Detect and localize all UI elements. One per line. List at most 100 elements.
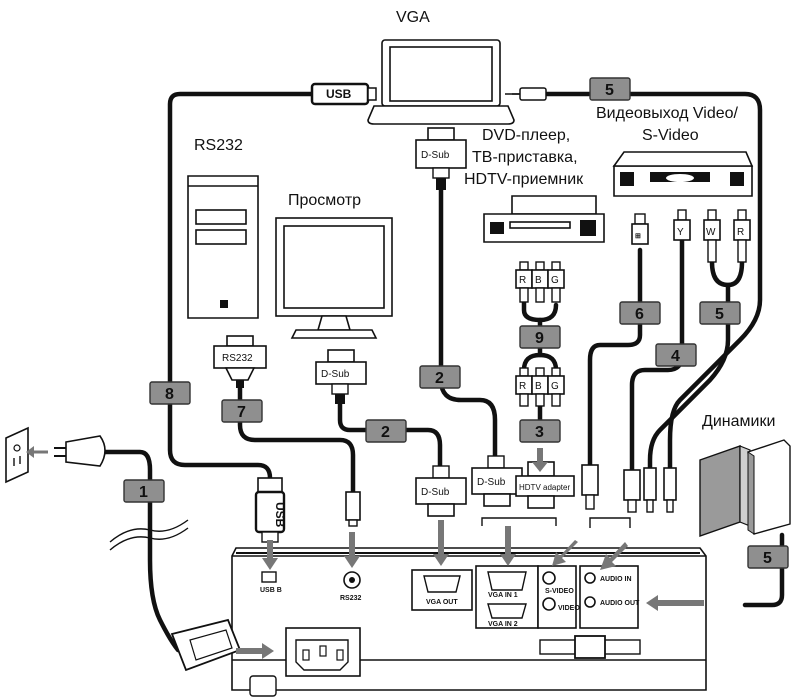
dsub-to-vga-in: D-Sub	[471, 455, 523, 507]
svideo-plug-projector	[581, 464, 599, 510]
video-player	[612, 151, 754, 197]
label-rs232: RS232	[194, 137, 243, 154]
dsub-connector-monitor: D-Sub	[315, 349, 367, 404]
badge-1: 1	[123, 479, 165, 503]
svg-text:USB B: USB B	[260, 587, 282, 594]
audio-jack-plug	[505, 87, 547, 101]
usb-b-port: USB B	[260, 571, 282, 594]
svg-text:2: 2	[435, 370, 444, 387]
svg-text:R: R	[737, 227, 744, 238]
power-plug	[54, 435, 106, 467]
svg-text:G: G	[551, 275, 559, 286]
badge-3: 3	[519, 419, 561, 443]
svg-text:R: R	[519, 381, 526, 392]
label-dvd-1: DVD-плеер,	[482, 127, 570, 144]
svg-text:5: 5	[763, 550, 772, 567]
svg-text:RS232: RS232	[222, 353, 253, 364]
audio-wr-cable-top	[709, 259, 745, 288]
label-video-out-2: S-Video	[642, 127, 699, 144]
badge-7: 7	[221, 399, 263, 423]
svg-text:W: W	[706, 227, 716, 238]
usb-cable-plug: USB	[310, 82, 377, 106]
rgb-plugs-top: R B G	[515, 261, 565, 303]
svg-text:S-VIDEO: S-VIDEO	[545, 588, 574, 595]
svg-text:5: 5	[715, 306, 724, 323]
svg-text:D-Sub: D-Sub	[421, 150, 450, 161]
svg-text:1: 1	[139, 484, 148, 501]
label-dvd-2: ТВ-приставка,	[472, 149, 578, 166]
audio-plug-w: W	[703, 209, 721, 263]
label-dvd-3: HDTV-приемник	[464, 171, 584, 188]
dvd-player	[483, 195, 605, 243]
laptop	[367, 39, 515, 125]
power-cable	[103, 449, 181, 653]
usb-cable	[167, 91, 315, 481]
label-speakers: Динамики	[702, 413, 775, 430]
svg-text:⊞: ⊞	[635, 233, 641, 240]
badge-6: 6	[619, 301, 661, 325]
svg-text:7: 7	[237, 404, 246, 421]
rgb-plugs-bottom: R B G	[515, 367, 565, 407]
vga-in-ports: VGA IN 1 VGA IN 2	[475, 565, 539, 629]
usb-plug-projector: USB	[254, 477, 287, 543]
badge-9: 9	[519, 325, 561, 349]
badge-8: 8	[149, 381, 191, 405]
svg-text:3: 3	[535, 424, 544, 441]
svideo-plug-top: ⊞	[631, 213, 649, 245]
svg-text:RS232: RS232	[340, 595, 362, 602]
rs232-cable	[237, 383, 356, 495]
rs232-connector-pc: RS232	[213, 335, 267, 388]
svg-text:B: B	[535, 275, 542, 286]
svg-text:D-Sub: D-Sub	[321, 369, 350, 380]
rgb-cable-bottom	[521, 352, 559, 373]
audio-plugs-projector	[643, 467, 677, 513]
audio-plug-r: R	[733, 209, 751, 263]
svg-text:AUDIO OUT: AUDIO OUT	[600, 600, 640, 607]
svg-text:VIDEO: VIDEO	[558, 605, 580, 612]
dsub-connector-laptop: D-Sub	[415, 127, 467, 190]
svg-text:HDTV adapter: HDTV adapter	[519, 483, 570, 492]
power-socket	[285, 627, 361, 677]
hdtv-adapter: HDTV adapter	[515, 461, 575, 509]
speakers	[699, 439, 791, 537]
svg-text:G: G	[551, 381, 559, 392]
svg-text:6: 6	[635, 306, 644, 323]
badge-4: 4	[655, 343, 697, 367]
svg-text:Y: Y	[677, 227, 684, 238]
badge-5-laptop: 5	[589, 77, 631, 101]
wall-outlet	[5, 426, 29, 484]
label-video-out-1: Видеовыход Video/	[596, 105, 739, 122]
svg-text:VGA IN 1: VGA IN 1	[488, 592, 518, 599]
rs232-plug-projector	[345, 491, 361, 527]
svg-text:D-Sub: D-Sub	[421, 487, 450, 498]
svg-text:2: 2	[381, 424, 390, 441]
rs232-port: RS232	[340, 571, 362, 602]
label-view: Просмотр	[288, 192, 361, 209]
svg-text:5: 5	[605, 82, 614, 99]
badge-2-monitor: 2	[365, 419, 407, 443]
usb-cable-label: USB	[326, 87, 352, 101]
svideo-cable	[587, 247, 643, 468]
svg-text:VGA OUT: VGA OUT	[426, 599, 458, 606]
badge-5-speaker: 5	[747, 545, 789, 569]
svg-text:USB: USB	[273, 502, 287, 528]
rgb-cable-top	[521, 299, 559, 323]
svg-text:9: 9	[535, 330, 544, 347]
connection-arrows	[236, 448, 704, 659]
badge-5-audio: 5	[699, 301, 741, 325]
svg-text:D-Sub: D-Sub	[477, 477, 506, 488]
svg-text:VGA IN 2: VGA IN 2	[488, 621, 518, 628]
video-plug-top: Y	[673, 209, 691, 241]
svg-text:AUDIO IN: AUDIO IN	[600, 576, 632, 583]
audio-wr-cable	[647, 282, 731, 473]
svg-text:4: 4	[671, 348, 680, 365]
video-plug-projector	[623, 469, 641, 513]
svg-text:B: B	[535, 381, 542, 392]
label-vga: VGA	[396, 9, 430, 26]
dsub-to-vga-out: D-Sub	[415, 465, 467, 517]
speaker-cable	[742, 532, 785, 608]
badge-2-laptop: 2	[419, 365, 461, 389]
pc-tower	[187, 175, 259, 319]
vga-out-port: VGA OUT	[411, 569, 473, 611]
